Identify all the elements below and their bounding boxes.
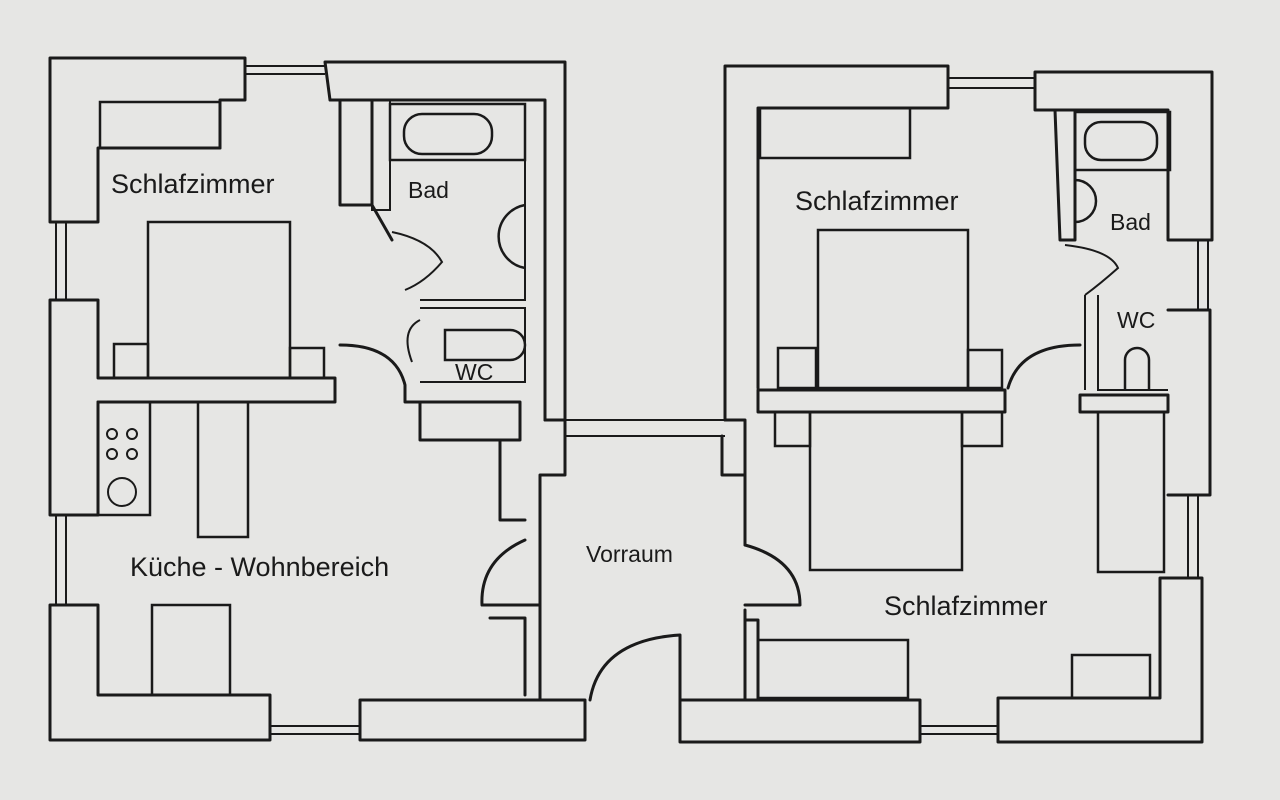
window-left-lower xyxy=(55,515,67,605)
label-bath-left: Bad xyxy=(408,177,449,203)
label-wc-right: WC xyxy=(1117,307,1155,333)
outer-wall-bottom-center-right xyxy=(678,698,922,744)
door-vestibule-right xyxy=(743,543,802,607)
nightstand-right-a xyxy=(776,346,818,390)
label-bedroom-top-left: Schlafzimmer xyxy=(111,169,275,199)
right-apartment xyxy=(723,64,1214,744)
outer-wall-right-middle xyxy=(1166,308,1212,497)
wall-kitchen-bottom xyxy=(488,616,527,697)
wc-walls-right xyxy=(1084,295,1168,391)
bath-cabinet-left xyxy=(371,99,391,211)
wardrobe-bottom-right xyxy=(1096,410,1166,574)
window-top-left xyxy=(245,65,325,75)
bath-partition-left xyxy=(390,159,526,301)
wall-wc-right xyxy=(1078,393,1170,414)
door-bedroom-right xyxy=(1006,343,1082,390)
label-wc-left: WC xyxy=(455,359,493,385)
window-top-right xyxy=(948,77,1035,89)
wardrobe-left xyxy=(98,100,222,150)
entrance-door xyxy=(588,633,682,702)
bath-door-left xyxy=(391,231,444,291)
toilet-right xyxy=(1123,346,1151,390)
wc-door-left xyxy=(406,319,421,363)
vestibule-wall-right xyxy=(720,418,747,477)
kitchen-counter xyxy=(96,400,152,517)
window-left-upper xyxy=(55,222,67,300)
nightstand-right-b xyxy=(966,348,1004,390)
hall-wall-left xyxy=(418,400,502,442)
stove-burner-3 xyxy=(106,448,118,460)
outer-wall-bottom-center-left xyxy=(358,698,587,742)
label-bedroom-bottom-right: Schlafzimmer xyxy=(884,591,1048,621)
partition-wall-right xyxy=(756,388,1007,414)
label-bedroom-top-right: Schlafzimmer xyxy=(795,186,959,216)
bath-box-right xyxy=(1073,110,1172,172)
bath-wall-left xyxy=(338,98,394,242)
label-bath-right: Bad xyxy=(1110,209,1151,235)
bath-wall-box-left xyxy=(388,102,527,162)
bed-bottom-right xyxy=(808,410,964,572)
label-vestibule: Vorraum xyxy=(586,541,673,567)
stove-burner-2 xyxy=(126,428,138,440)
wall-bottom-right-inner xyxy=(743,618,760,702)
bath-wall-right xyxy=(1053,108,1077,242)
side-table-bottom-right xyxy=(1070,653,1152,700)
bed-top-left xyxy=(146,220,292,380)
washbasin-left xyxy=(497,203,526,270)
window-right-lower xyxy=(1187,495,1199,578)
nightstand-left-b xyxy=(288,346,326,380)
window-bottom-right xyxy=(920,725,998,735)
left-apartment xyxy=(48,56,587,742)
toilet-left xyxy=(443,328,527,362)
sideboard-left xyxy=(150,603,232,697)
wall-top-center-right xyxy=(723,64,950,422)
window-bottom-left xyxy=(270,725,360,735)
nightstand-right-d xyxy=(960,410,1004,448)
nightstand-right-c xyxy=(773,410,812,448)
sink-bowl xyxy=(107,477,137,507)
washbasin-right xyxy=(1074,178,1098,224)
outer-wall-left-middle xyxy=(48,298,337,517)
nightstand-left-a xyxy=(112,342,150,380)
wall-top-center-left xyxy=(323,60,567,422)
door-kitchen xyxy=(480,538,542,607)
stove-burner-1 xyxy=(106,428,118,440)
bed-top-right xyxy=(816,228,970,390)
vestibule-wall-left xyxy=(538,418,567,702)
bathtub-right xyxy=(1083,120,1159,162)
label-kitchen-living: Küche - Wohnbereich xyxy=(130,552,389,582)
kitchen-unit xyxy=(196,400,250,539)
outer-wall-top-right xyxy=(1033,70,1214,242)
door-bedroom-left xyxy=(338,343,527,522)
wardrobe-right xyxy=(758,106,912,160)
window-center-top xyxy=(565,419,725,437)
stove-burner-4 xyxy=(126,448,138,460)
window-right-upper xyxy=(1197,240,1209,310)
outer-wall-bottom-left xyxy=(48,603,272,742)
dresser-bottom-right xyxy=(756,638,910,700)
outer-wall-bottom-right xyxy=(996,576,1204,744)
vestibule-area xyxy=(538,418,922,744)
bathtub-left xyxy=(402,112,494,156)
bath-door-right xyxy=(1064,244,1120,296)
